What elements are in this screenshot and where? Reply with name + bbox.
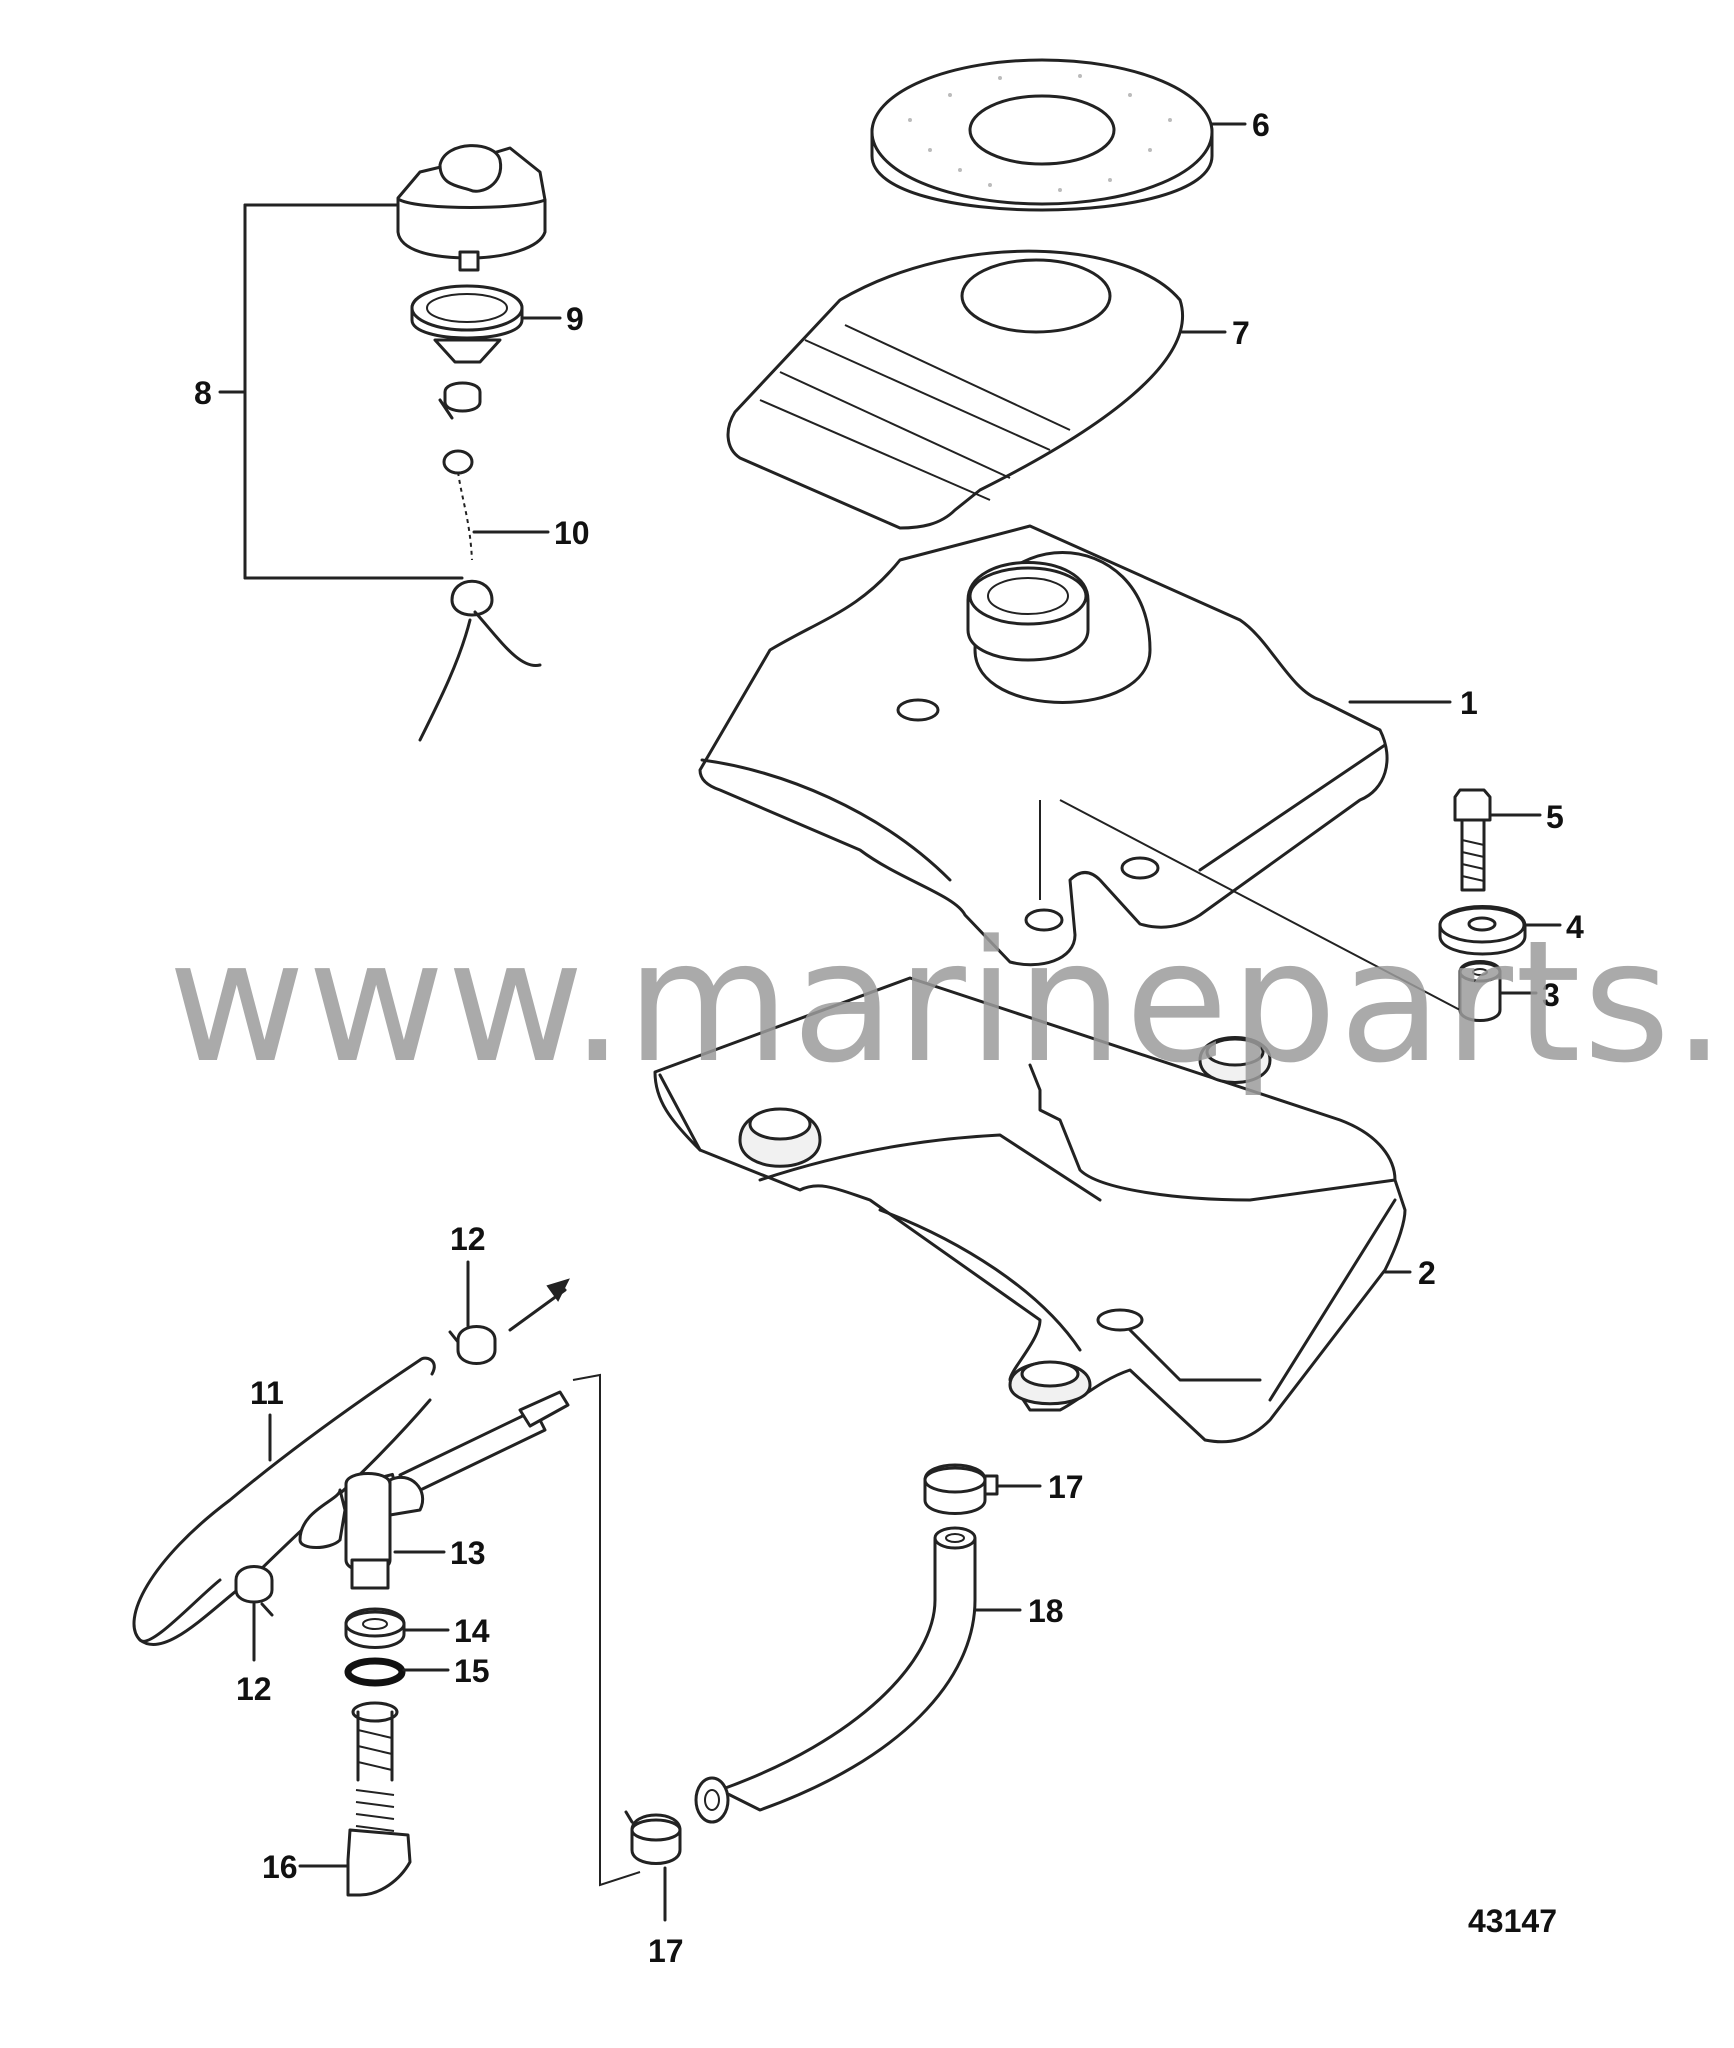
svg-text:5: 5 — [1546, 799, 1564, 835]
part-3-spacer — [1458, 960, 1502, 1022]
part-6-foam-ring — [870, 58, 1214, 212]
part-17-hose-clamp-upper — [923, 1463, 999, 1515]
svg-text:1: 1 — [1460, 685, 1478, 721]
part-14-washer — [344, 1607, 406, 1649]
svg-text:17: 17 — [648, 1933, 684, 1969]
part-16-fuel-fitting — [346, 1701, 412, 1897]
svg-text:13: 13 — [450, 1535, 486, 1571]
part-2-lower-tray — [653, 976, 1407, 1444]
svg-text:4: 4 — [1566, 909, 1584, 945]
svg-text:12: 12 — [450, 1221, 486, 1257]
callout-3: 3 — [1498, 977, 1560, 1013]
callout-1: 1 — [1348, 685, 1478, 721]
part-18-hose — [694, 1526, 977, 1824]
callout-12-upper: 12 — [450, 1221, 486, 1328]
svg-text:18: 18 — [1028, 1593, 1064, 1629]
svg-text:12: 12 — [236, 1671, 272, 1707]
callout-10: 10 — [472, 515, 590, 551]
part-17-hose-clamp-lower — [624, 1810, 682, 1865]
part-5-bolt — [1453, 788, 1492, 892]
svg-text:3: 3 — [1542, 977, 1560, 1013]
callout-7: 7 — [1180, 315, 1250, 351]
callout-14: 14 — [402, 1613, 490, 1649]
callout-15: 15 — [402, 1653, 490, 1689]
part-4-washer — [1438, 905, 1527, 956]
part-10-tether-chain — [418, 449, 542, 742]
part-7-gasket-pad — [726, 249, 1184, 530]
svg-text:16: 16 — [262, 1849, 298, 1885]
svg-text:14: 14 — [454, 1613, 490, 1649]
flow-arrow — [508, 1278, 570, 1332]
part-12-hose-clamp-upper — [448, 1325, 497, 1365]
svg-text:6: 6 — [1252, 107, 1270, 143]
svg-text:7: 7 — [1232, 315, 1250, 351]
callout-9: 9 — [520, 301, 584, 337]
callout-13: 13 — [393, 1535, 486, 1571]
callout-16: 16 — [262, 1849, 350, 1885]
callout-12-lower: 12 — [236, 1602, 272, 1707]
cap-clip — [438, 381, 482, 420]
svg-text:15: 15 — [454, 1653, 490, 1689]
valve-leader-line — [572, 1373, 641, 1887]
callout-18: 18 — [973, 1593, 1064, 1629]
callout-4: 4 — [1523, 909, 1584, 945]
foam-texture — [908, 74, 1172, 192]
assembly-leader-line — [1059, 799, 1461, 1011]
callout-2: 2 — [1383, 1255, 1436, 1291]
callout-11: 11 — [250, 1375, 284, 1462]
svg-text:11: 11 — [250, 1375, 284, 1411]
svg-text:10: 10 — [554, 515, 590, 551]
callout-6: 6 — [1210, 107, 1270, 143]
part-12-hose-clamp-lower — [234, 1565, 274, 1617]
callout-17-upper: 17 — [995, 1469, 1084, 1505]
svg-text:9: 9 — [566, 301, 584, 337]
part-8-fuel-cap — [396, 144, 547, 272]
svg-text:8: 8 — [194, 375, 212, 411]
figure-number: 43147 — [1468, 1903, 1557, 1939]
part-9-cap-gasket — [410, 284, 524, 364]
part-13-fuel-valve — [298, 1390, 570, 1590]
part-1-upper-cover — [698, 524, 1389, 967]
callout-17-lower: 17 — [648, 1866, 684, 1969]
watermark: www.marineparts.eu — [168, 904, 1734, 1100]
svg-text:2: 2 — [1418, 1255, 1436, 1291]
part-15-o-ring — [344, 1657, 406, 1687]
svg-text:17: 17 — [1048, 1469, 1084, 1505]
bracket-8: 8 — [194, 203, 464, 580]
callout-5: 5 — [1488, 799, 1564, 835]
